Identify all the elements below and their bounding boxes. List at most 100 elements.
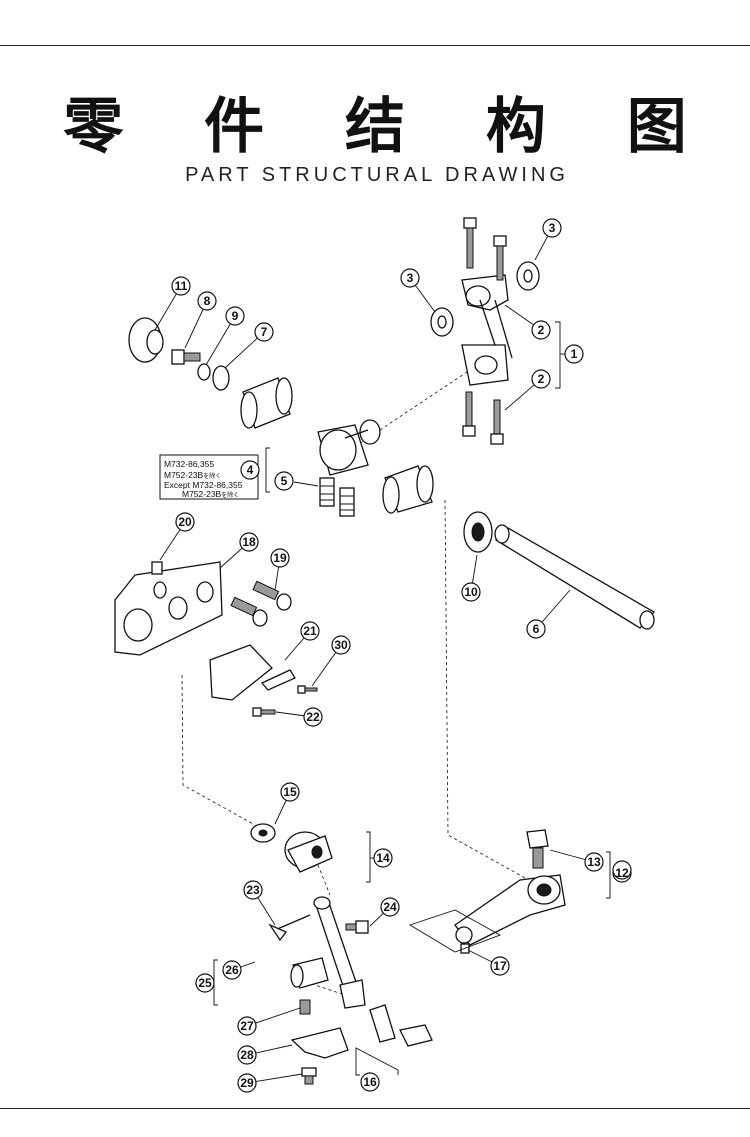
exploded-parts-diagram: M732-86,355 M752-23Bを除く Except M732-86,3… [114, 217, 656, 1093]
callout-14: 14 [373, 848, 393, 868]
callout-17: 17 [490, 956, 510, 976]
bearing-part-11 [128, 317, 164, 363]
svg-text:25: 25 [198, 976, 212, 990]
svg-text:29: 29 [240, 1076, 254, 1090]
svg-text:2: 2 [538, 323, 545, 337]
model-note-line3: Except M732-86,355 [164, 480, 243, 490]
callout-22: 22 [303, 707, 323, 727]
callout-9: 9 [225, 306, 245, 326]
svg-text:22: 22 [306, 710, 320, 724]
screw-part-29 [301, 1067, 317, 1085]
model-note-line2: M752-23Bを除く [164, 470, 221, 480]
callout-3-right: 3 [542, 218, 562, 238]
callout-28: 28 [237, 1045, 257, 1065]
svg-text:1: 1 [571, 347, 578, 361]
callout-13: 13 [584, 852, 604, 872]
collar-part-7-upper [240, 377, 293, 429]
callout-11: 11 [171, 276, 191, 296]
callout-27: 27 [237, 1016, 257, 1036]
callout-3-left: 3 [400, 268, 420, 288]
nut-part-15 [250, 823, 276, 843]
callout-7: 7 [254, 322, 274, 342]
callout-21: 21 [300, 621, 320, 641]
callout-26: 26 [222, 960, 242, 980]
callout-24: 24 [380, 897, 400, 917]
plate-part-21 [209, 644, 296, 701]
screw-part-2-lower-right [490, 399, 504, 445]
callout-16: 16 [360, 1072, 380, 1092]
svg-text:28: 28 [240, 1048, 254, 1062]
callout-15: 15 [280, 782, 300, 802]
svg-text:17: 17 [493, 959, 507, 973]
svg-text:5: 5 [281, 474, 288, 488]
callout-20: 20 [175, 512, 195, 532]
svg-text:19: 19 [273, 551, 287, 565]
page-subtitle: PART STRUCTURAL DRAWING [185, 164, 569, 186]
nut-part-9 [197, 363, 211, 381]
svg-text:9: 9 [232, 309, 239, 323]
crank-arm-part-12 [454, 874, 566, 946]
bolt-part-13 [526, 829, 549, 869]
callout-5: 5 [274, 471, 294, 491]
callout-1: 1 [564, 344, 584, 364]
callout-10: 10 [461, 582, 481, 602]
washer-part-3-right-hole [523, 269, 533, 283]
screw-part-2-upper-right [493, 235, 507, 281]
top-rule [0, 45, 750, 46]
model-note-line1: M732-86,355 [164, 459, 214, 469]
svg-text:11: 11 [175, 279, 188, 293]
callout-25: 25 [195, 973, 215, 993]
callout-30: 30 [331, 635, 351, 655]
model-note: M732-86,355 M752-23Bを除く Except M732-86,3… [159, 454, 259, 500]
svg-text:20: 20 [178, 515, 192, 529]
screw-part-8 [171, 349, 201, 365]
screw-part-2-upper-left [463, 217, 477, 269]
washer-part-7-small [212, 365, 230, 391]
collar-part-7-lower [382, 465, 434, 514]
svg-text:13: 13 [587, 855, 601, 869]
svg-text:15: 15 [283, 785, 297, 799]
svg-text:27: 27 [240, 1019, 254, 1033]
cylinder-part-26 [290, 957, 329, 989]
bearing-part-10 [463, 511, 493, 553]
svg-text:21: 21 [303, 624, 317, 638]
callout-19: 19 [270, 548, 290, 568]
joint-part-4 [317, 419, 381, 476]
callout-23: 23 [243, 880, 263, 900]
pin-part-20 [151, 561, 163, 575]
svg-text:10: 10 [464, 585, 478, 599]
bolts-part-19 [230, 580, 292, 627]
svg-text:2: 2 [538, 372, 545, 386]
svg-text:12: 12 [615, 866, 629, 880]
page-title: 零 件 结 构 图 [63, 92, 717, 162]
callout-12-highlighted: 12 [612, 860, 632, 883]
pin-part-23 [268, 914, 311, 942]
plate-part-28 [290, 1027, 349, 1059]
clamp-part-1 [461, 274, 513, 386]
svg-text:26: 26 [225, 963, 239, 977]
pin-part-16 [369, 1004, 433, 1047]
callout-4: 4 [240, 460, 260, 480]
svg-text:4: 4 [247, 463, 254, 477]
svg-text:30: 30 [334, 638, 348, 652]
svg-text:18: 18 [242, 535, 256, 549]
svg-text:16: 16 [363, 1075, 377, 1089]
callout-2-upper: 2 [531, 320, 551, 340]
svg-text:3: 3 [549, 221, 556, 235]
screw-part-2-lower-left [462, 391, 476, 437]
screw-part-27 [299, 999, 311, 1015]
screw-part-24 [345, 920, 369, 934]
model-note-line4: M752-23Bを除く [182, 489, 239, 499]
washer-part-3-left-hole [437, 315, 447, 329]
callout-2-lower: 2 [531, 369, 551, 389]
svg-text:23: 23 [246, 883, 260, 897]
callout-18: 18 [239, 532, 259, 552]
svg-text:8: 8 [204, 294, 211, 308]
screw-part-30 [297, 685, 318, 694]
svg-text:6: 6 [533, 622, 540, 636]
svg-text:7: 7 [261, 325, 268, 339]
callout-8: 8 [197, 291, 217, 311]
svg-text:14: 14 [376, 851, 390, 865]
link-rod-part-25 [313, 896, 366, 1009]
callout-29: 29 [237, 1073, 257, 1093]
